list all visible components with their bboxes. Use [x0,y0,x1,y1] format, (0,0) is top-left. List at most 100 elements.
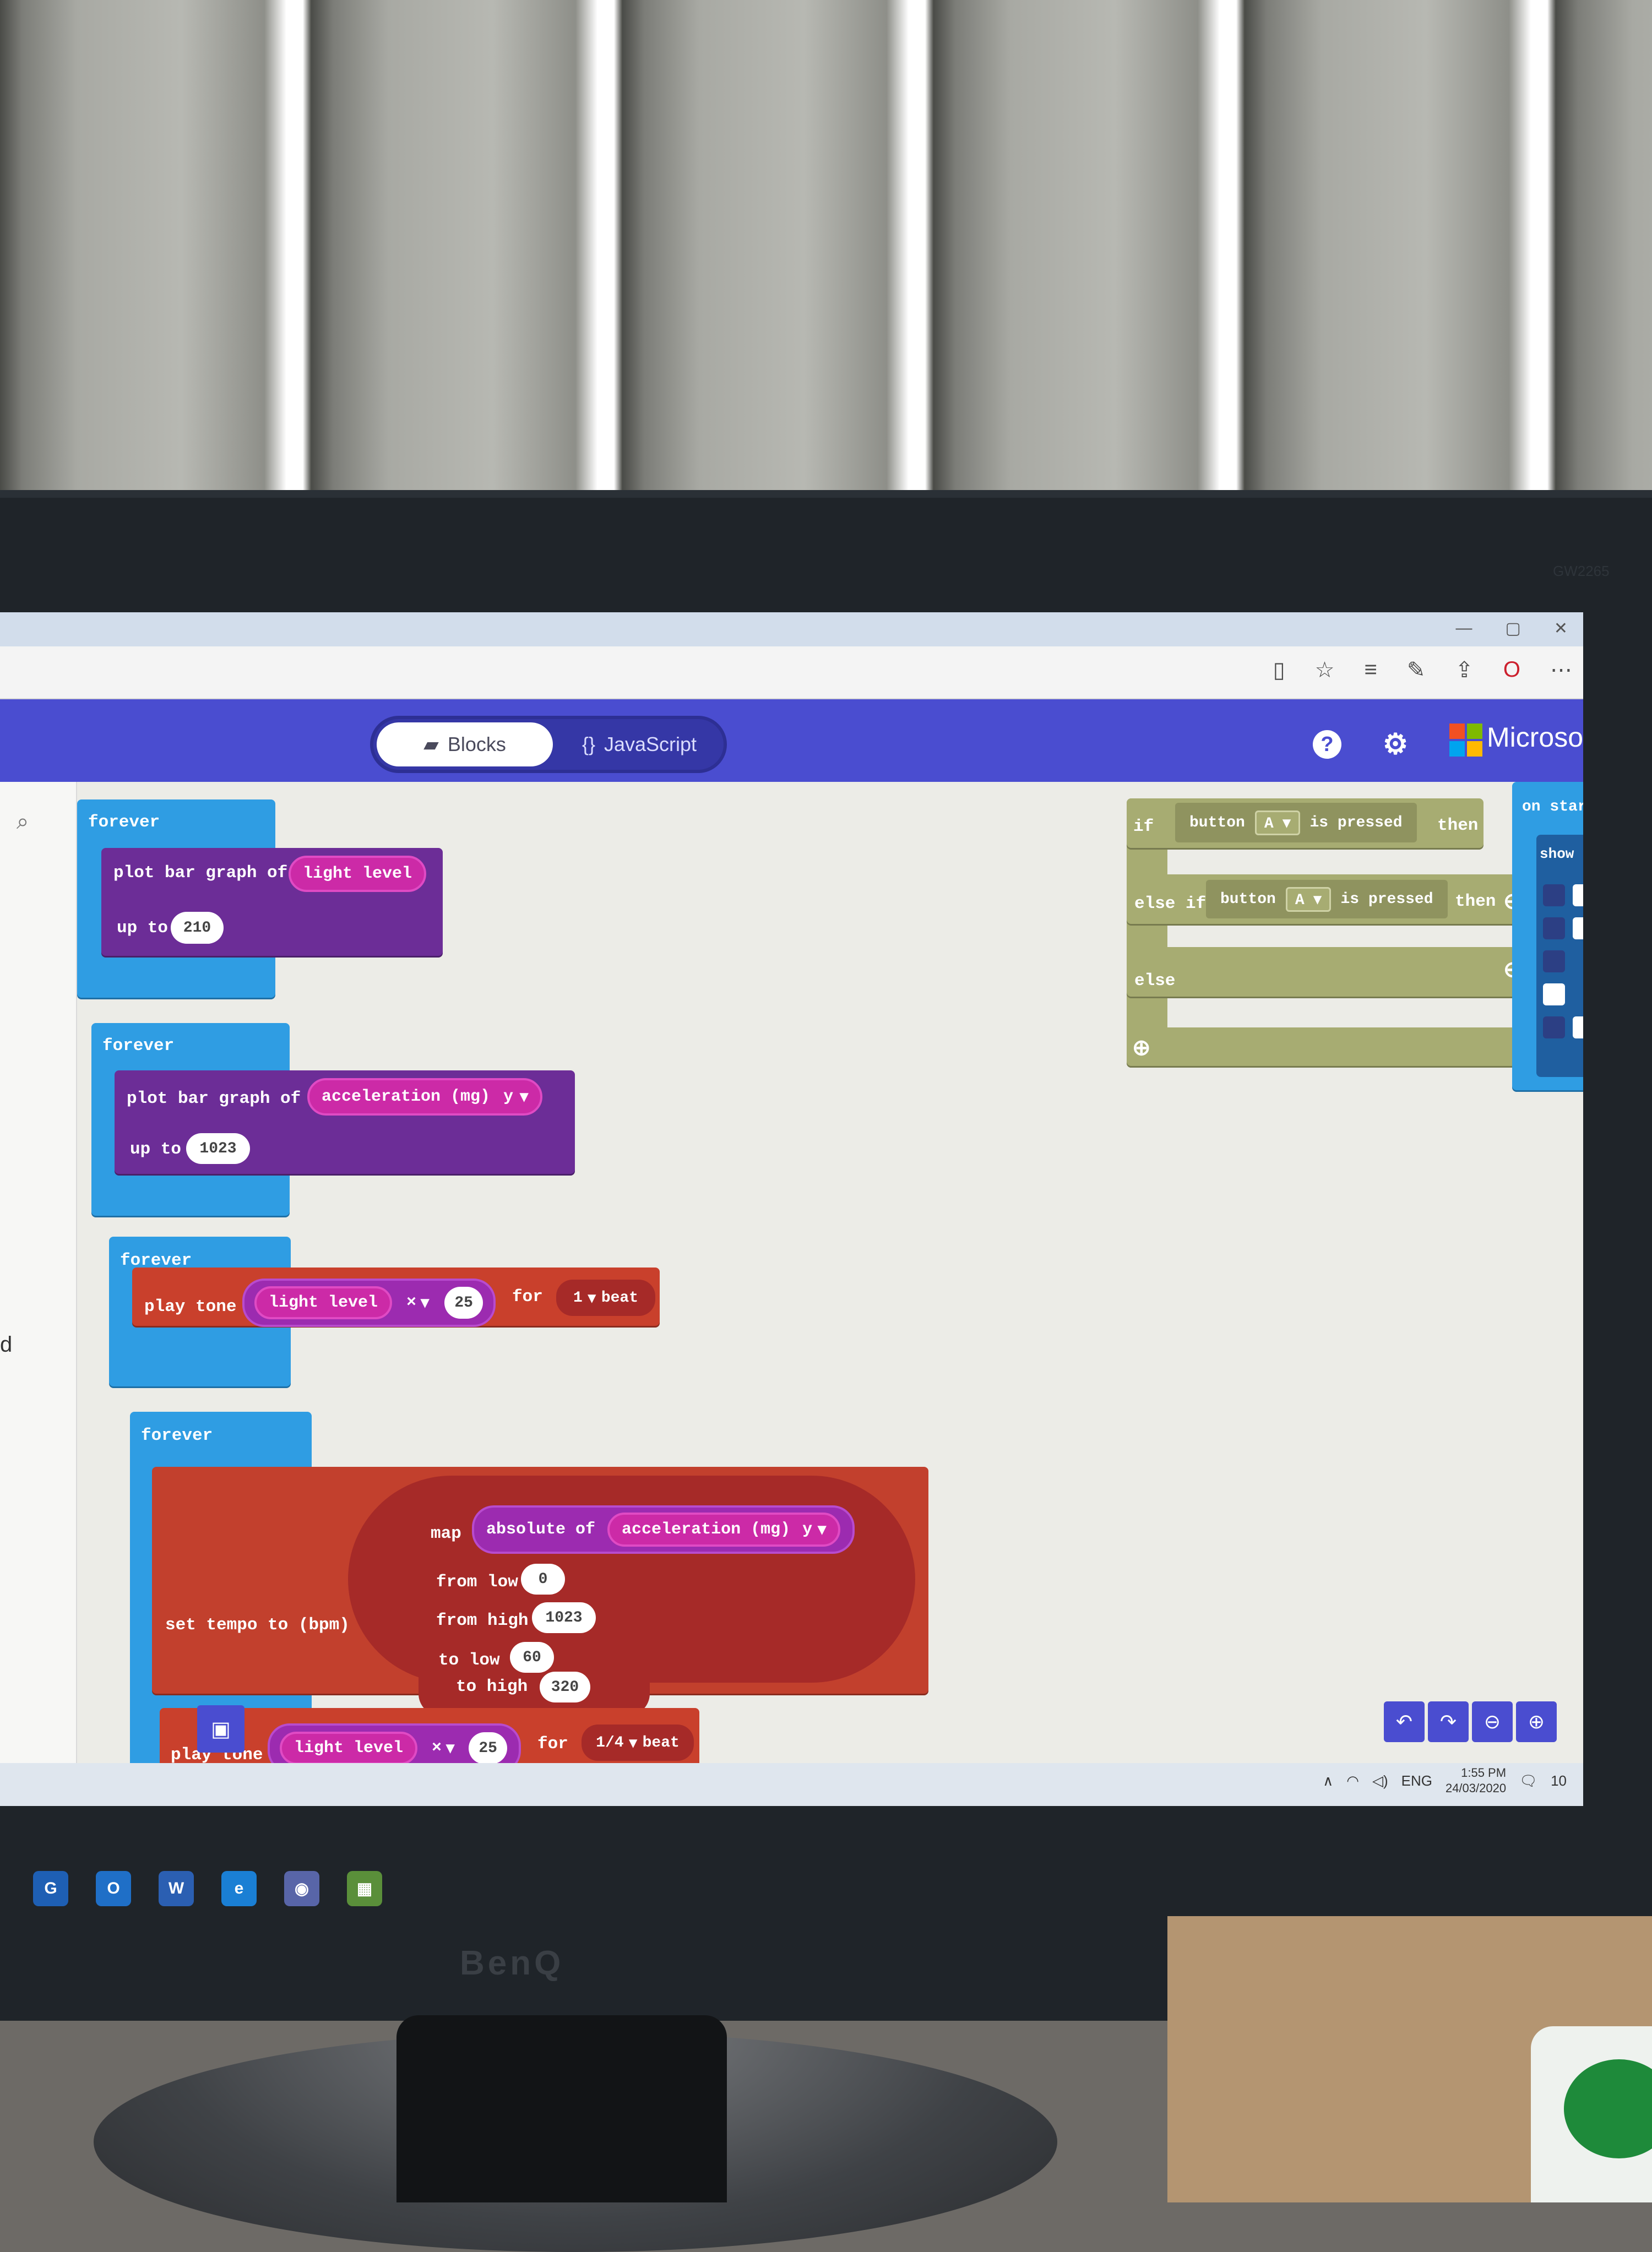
workspace-controls: ↶ ↷ ⊖ ⊕ [1384,1701,1557,1742]
acceleration-reporter[interactable]: acceleration (mg) y ▾ [307,1078,543,1116]
pen-icon[interactable]: ✎ [1406,658,1426,682]
led-cell[interactable] [1543,1016,1565,1038]
axis-dropdown[interactable]: y [503,1087,514,1106]
multiply-reporter[interactable]: light level × ▾ 25 [242,1279,496,1327]
more-icon[interactable]: ⋯ [1550,658,1572,682]
blocks-workspace[interactable]: forever plot bar graph of light level up… [77,782,1583,1806]
absolute-reporter[interactable]: absolute of acceleration (mg) y ▾ [472,1505,855,1554]
discord-icon[interactable]: ◉ [284,1871,319,1906]
from-low-input[interactable]: 0 [521,1564,565,1595]
zoom-in-icon[interactable]: ⊕ [1516,1701,1557,1742]
from-high-input[interactable]: 1023 [532,1602,596,1633]
light-level-reporter[interactable]: light level [280,1732,418,1765]
beat-dropdown[interactable]: 1 ▾ beat [556,1280,655,1316]
light-level-reporter[interactable]: light level [289,856,427,892]
save-icon[interactable]: ▣ [197,1705,244,1753]
word-icon[interactable]: W [159,1871,194,1906]
chevron-down-icon: ▾ [520,1088,529,1107]
set-tempo-block[interactable]: set tempo to (bpm) map absolute of accel… [152,1467,928,1694]
is-pressed-label: is pressed [1309,814,1403,831]
browser-icons: ▯ ☆ ≡ ✎ ⇪ O ⋯ [1273,657,1572,683]
share-icon[interactable]: ⇪ [1455,658,1474,682]
led-cell[interactable] [1543,950,1565,972]
minimize-button[interactable]: — [1455,619,1472,637]
system-tray: ∧ ◠ ◁) ENG 1:55 PM 24/03/2020 🗨 10 [1323,1765,1567,1796]
settings-gear-icon[interactable]: ⚙ [1382,728,1409,760]
forever-label: forever [120,1251,192,1270]
map-reporter[interactable]: map absolute of acceleration (mg) y ▾ fr… [348,1476,915,1683]
redo-icon[interactable]: ↷ [1428,1701,1469,1742]
button-label: button [1220,890,1276,908]
clock[interactable]: 1:55 PM 24/03/2020 [1446,1765,1506,1796]
else-label: else [1134,971,1176,991]
absolute-of-label: absolute of [486,1520,596,1539]
button-pressed-condition[interactable]: button A ▾ is pressed [1175,803,1417,842]
browser-titlebar: — ▢ ✕ [0,612,1583,646]
led-cell[interactable] [1573,917,1583,939]
favorites-list-icon[interactable]: ≡ [1364,657,1377,682]
notification-center-icon[interactable]: 🗨 [1519,1772,1538,1789]
light-level-reporter[interactable]: light level [254,1286,393,1319]
button-dropdown[interactable]: A ▾ [1285,886,1331,912]
opera-icon[interactable]: O [1503,657,1520,682]
tab-blocks[interactable]: ▰ Blocks [377,722,553,766]
button-pressed-condition[interactable]: button A ▾ is pressed [1206,880,1448,918]
plot-bar-graph-block-2[interactable]: plot bar graph of acceleration (mg) y ▾ … [115,1070,575,1174]
benq-logo: BenQ [460,1944,564,1982]
beat-value: 1/4 [596,1734,624,1751]
show-leds-label: show le [1540,846,1583,862]
add-branch-icon[interactable]: ⊕ [1132,1037,1151,1062]
reading-view-icon[interactable]: ▯ [1273,658,1285,682]
set-tempo-label: set tempo to (bpm) [165,1615,350,1635]
search-icon[interactable]: ⌕ [17,809,29,834]
forever-label: forever [141,1426,213,1445]
chevron-up-icon[interactable]: ∧ [1323,1772,1334,1789]
edge-icon[interactable]: e [221,1871,257,1906]
app-g-icon[interactable]: G [33,1871,68,1906]
network-icon[interactable]: ◠ [1346,1772,1359,1789]
led-cell[interactable] [1573,1016,1583,1038]
tab-javascript[interactable]: {} JavaScript [559,722,719,766]
led-cell[interactable] [1543,983,1565,1005]
beat-dropdown[interactable]: 1/4 ▾ beat [582,1725,694,1761]
multiplier-input[interactable]: 25 [469,1732,508,1764]
zoom-out-icon[interactable]: ⊖ [1472,1701,1513,1742]
is-pressed-label: is pressed [1340,890,1433,908]
outlook-icon[interactable]: O [96,1871,131,1906]
language-indicator[interactable]: ENG [1401,1772,1432,1789]
else-if-row[interactable]: else if button A ▾ is pressed then ⊖ [1127,874,1534,924]
forever-label: forever [102,1036,175,1056]
show-leds-block[interactable]: show le [1536,835,1583,1077]
led-cell[interactable] [1543,917,1565,939]
axis-dropdown[interactable]: y [802,1520,813,1539]
operator-dropdown[interactable]: × [406,1293,417,1312]
close-button[interactable]: ✕ [1553,619,1568,638]
restore-button[interactable]: ▢ [1505,619,1521,638]
help-icon[interactable]: ? [1313,730,1341,759]
else-row[interactable]: else ⊖ [1127,947,1534,997]
plot-label: plot bar graph of [127,1089,301,1108]
chevron-down-icon: ▾ [818,1521,827,1540]
to-low-input[interactable]: 60 [510,1642,554,1673]
editor-toggle: ▰ Blocks {} JavaScript [370,716,727,773]
favorite-star-icon[interactable]: ☆ [1314,658,1335,682]
undo-icon[interactable]: ↶ [1384,1701,1425,1742]
to-high-input[interactable]: 320 [540,1672,590,1702]
max-input[interactable]: 1023 [186,1133,250,1164]
max-input[interactable]: 210 [171,912,224,944]
operator-dropdown[interactable]: × [432,1739,442,1758]
volume-icon[interactable]: ◁) [1372,1772,1388,1789]
if-block[interactable]: if button A ▾ is pressed then [1127,798,1483,848]
on-start-block[interactable]: on start show le [1512,782,1583,1090]
acceleration-reporter[interactable]: acceleration (mg) y ▾ [607,1513,841,1547]
play-tone-block-1[interactable]: play tone light level × ▾ 25 for 1 ▾ bea… [132,1268,660,1327]
puzzle-icon: ▰ [423,733,439,755]
from-high-label: from high [436,1611,529,1630]
led-cell[interactable] [1573,884,1583,906]
plot-bar-graph-block-1[interactable]: plot bar graph of light level up to 210 [101,848,443,956]
led-cell[interactable] [1543,884,1565,906]
minecraft-icon[interactable]: ▦ [347,1871,382,1906]
forever-label: forever [88,813,160,832]
multiplier-input[interactable]: 25 [444,1287,483,1319]
button-dropdown[interactable]: A ▾ [1254,810,1300,835]
